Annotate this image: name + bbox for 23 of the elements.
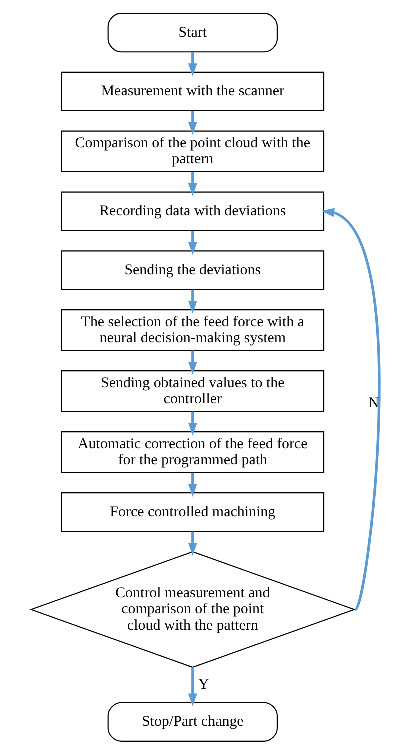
- arrow: [321, 208, 380, 610]
- node-diamond: Control measurement and comparison of the point cloud with the pattern: [29, 550, 356, 668]
- arrow: [188, 172, 197, 196]
- arrow: [188, 472, 197, 496]
- arrow: [188, 411, 197, 436]
- node-box: Measurement with the scanner: [60, 71, 324, 112]
- edge-label: Y: [198, 676, 209, 693]
- node-box: Automatic correction of the feed force for the programmed path: [60, 431, 324, 473]
- arrow: [188, 531, 197, 556]
- arrow: [188, 350, 197, 374]
- node-box: Stop/Part change: [107, 702, 278, 742]
- arrow: [188, 52, 197, 76]
- node-box: Force controlled machining: [60, 492, 324, 532]
- arrow: [188, 230, 197, 255]
- node-box: The selection of the feed force with a neural decision-making system: [60, 309, 324, 351]
- arrow: [188, 110, 197, 135]
- arrow: [188, 667, 197, 706]
- arrow: [188, 289, 197, 314]
- node-box: Sending the deviations: [60, 250, 324, 290]
- node-box: Start: [107, 12, 278, 52]
- node-box: Comparison of the point cloud with the pattern: [60, 130, 324, 172]
- node-box: Recording data with deviations: [60, 191, 324, 231]
- node-box: Sending obtained values to the controller: [60, 370, 324, 412]
